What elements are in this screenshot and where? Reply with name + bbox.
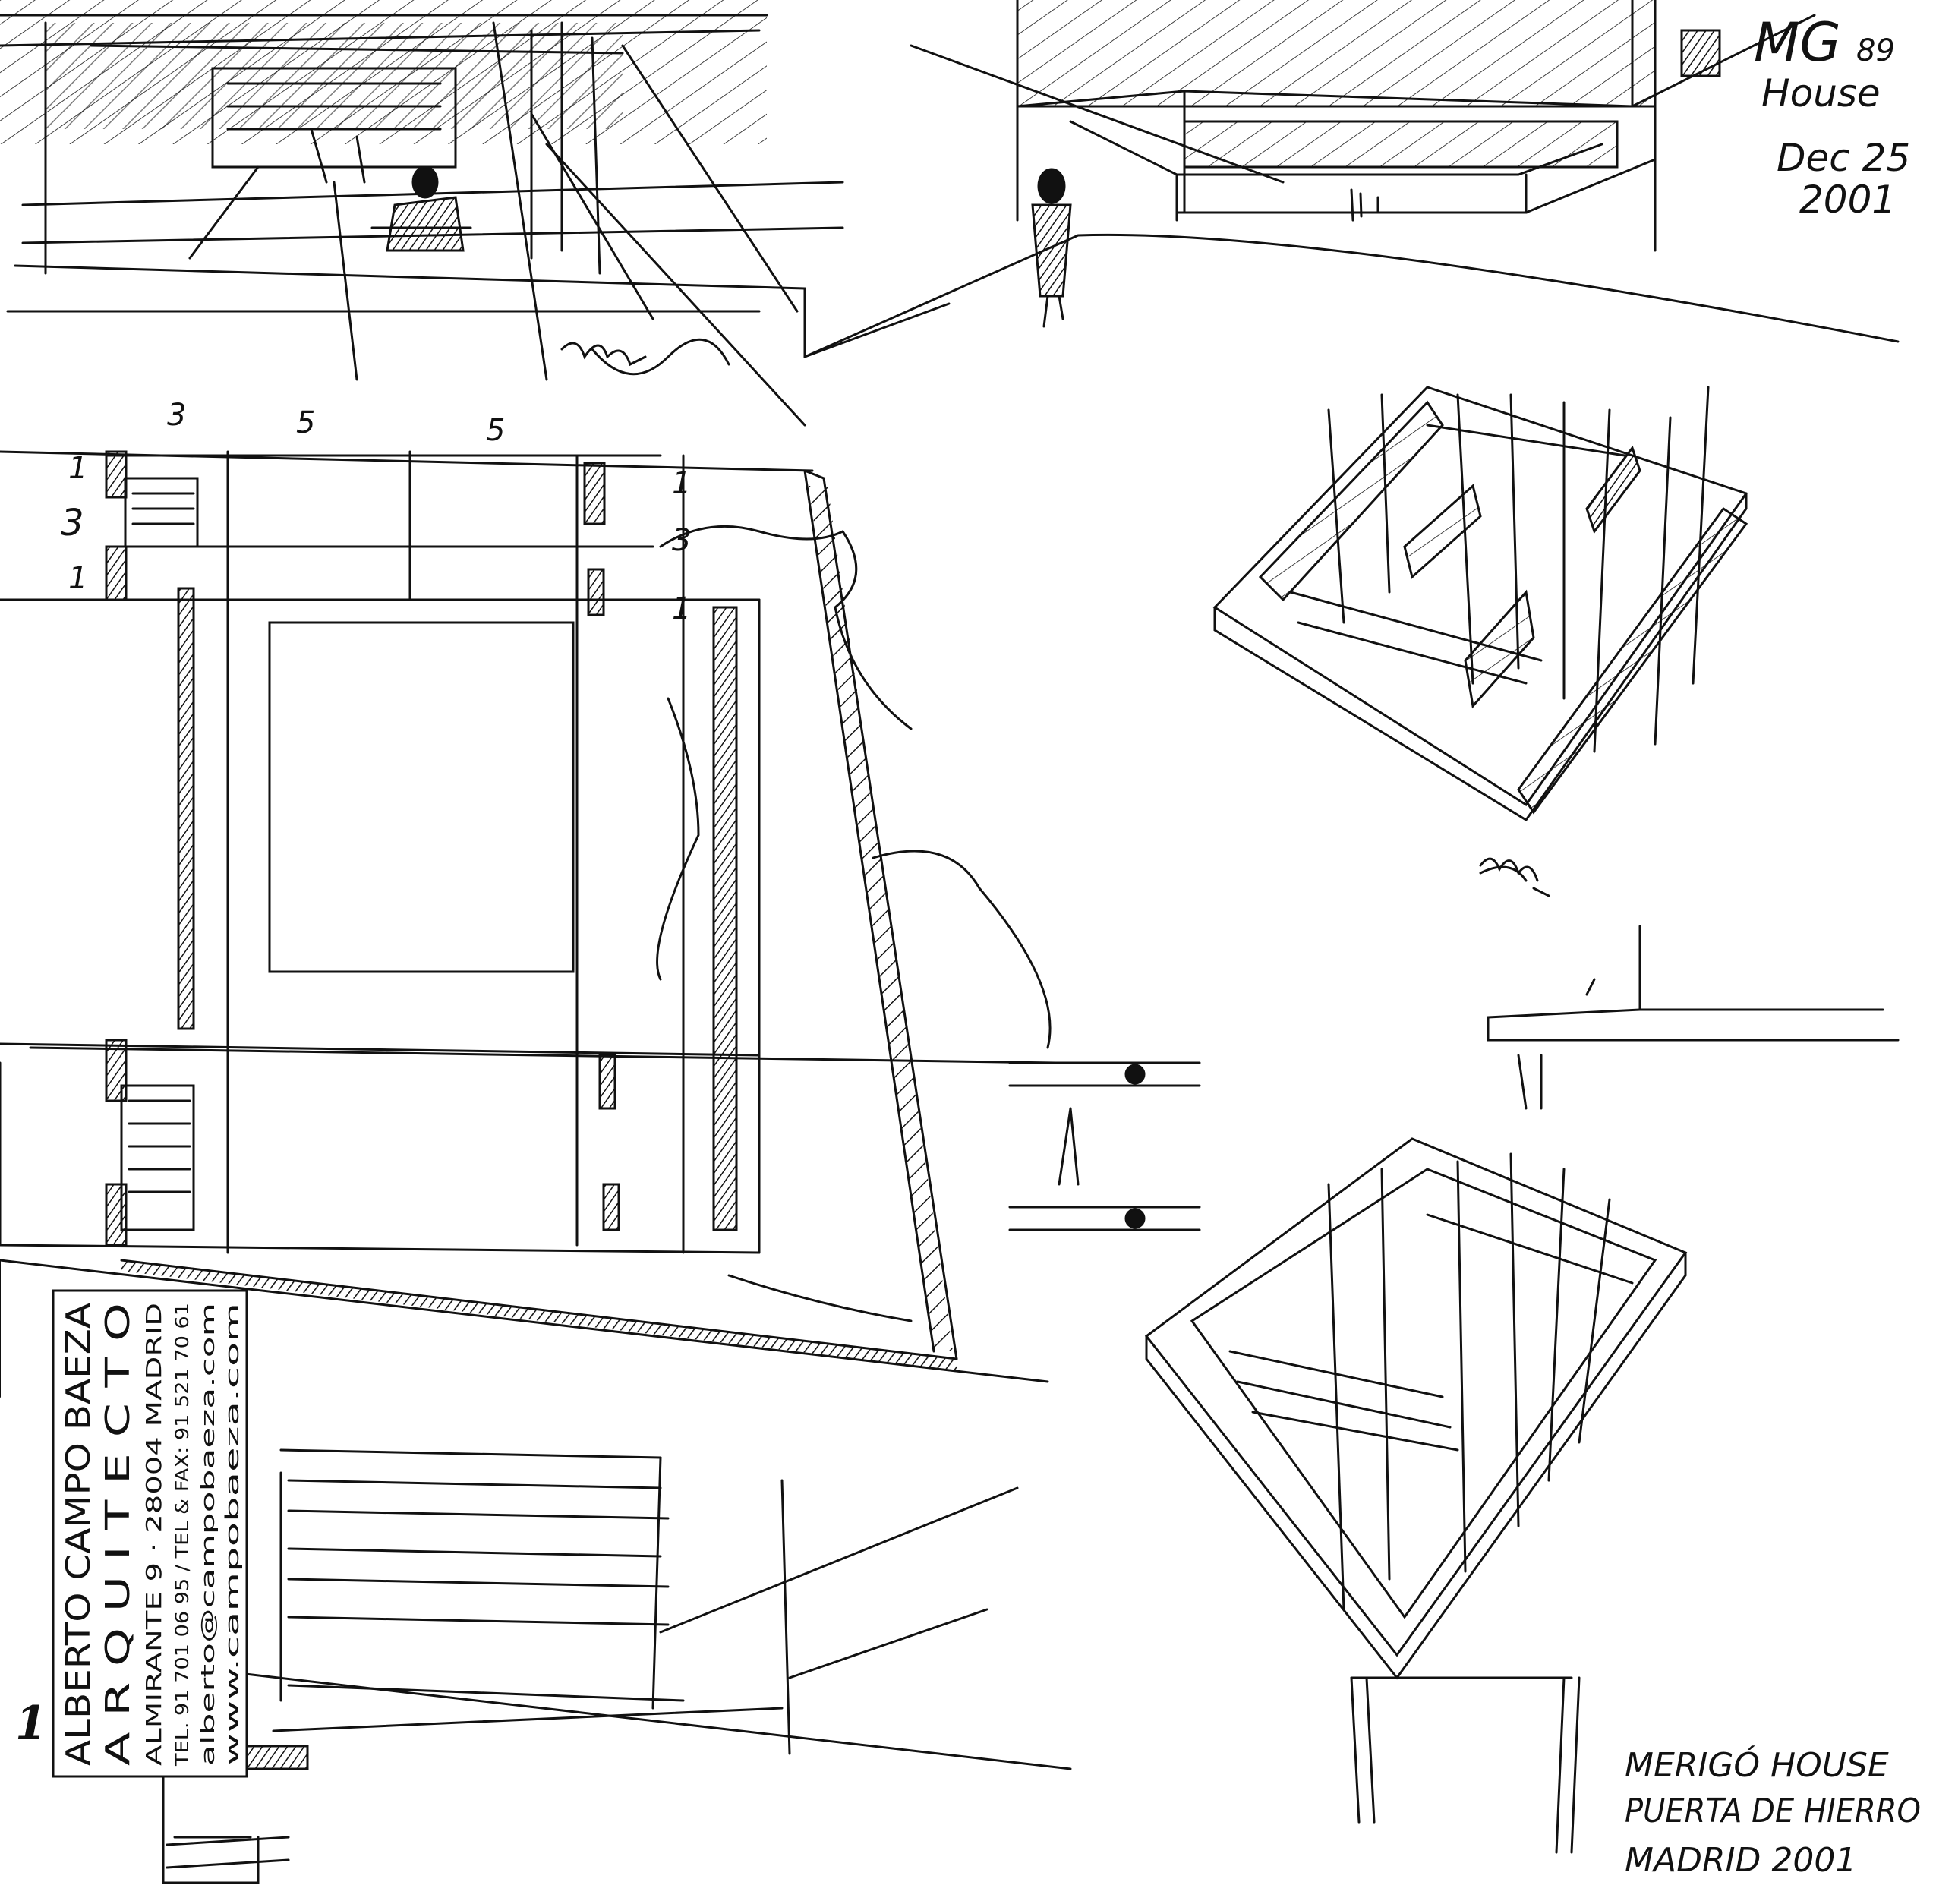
stamp-email: alberto@campobaeza.com [197,1303,219,1766]
door-sketch [1350,1676,1581,1854]
dim-right-2: 3 [672,523,691,558]
bottom-left-sketch [162,1448,1072,1884]
stamp-web: www.campobaeza.com [222,1303,243,1766]
dim-right-1: 1 [672,466,691,501]
axonometric-sketch-top [1212,386,1748,897]
floor-plan [0,450,1201,1398]
caption-line-3: MADRID 2001 [1625,1841,1856,1880]
axonometric-sketch-bottom [1144,1137,1688,1680]
dim-left-3: 1 [68,561,87,596]
perspective-sketch-left [0,0,951,427]
stamp-phone: TEL. 91 701 06 95 / TEL & FAX: 91 521 70… [172,1303,193,1767]
signature-scribbles [560,342,1539,882]
note-sub: House [1761,71,1881,115]
dim-top-3: 5 [486,413,505,448]
margin-mark: 1 [15,1697,47,1750]
note-number: 89 [1856,33,1895,68]
caption-line-1: MERIGÓ HOUSE [1625,1745,1889,1785]
architect-stamp: ALBERTO CAMPO BAEZA A R Q U I T E C T O … [52,1289,248,1778]
caption-line-2: PUERTA DE HIERRO [1625,1792,1921,1830]
dim-top-2: 5 [296,405,315,440]
dim-left-2: 3 [61,502,84,544]
handwritten-note: MG 89 House Dec 25 2001 [1754,11,1910,222]
stamp-address: ALMIRANTE 9 · 28004 MADRID [141,1303,166,1766]
dim-left-1: 1 [68,451,87,486]
stamp-border [52,1289,248,1778]
stamp-role: A R Q U I T E C T O [99,1303,137,1766]
note-date-2: 2001 [1799,178,1896,222]
dim-right-3: 1 [672,591,691,626]
dim-top-1: 3 [167,398,186,433]
stamp-name: ALBERTO CAMPO BAEZA [59,1303,98,1766]
note-initials: MG [1754,11,1841,74]
caption: MERIGÓ HOUSE PUERTA DE HIERRO MADRID 200… [1625,1745,1921,1880]
note-date-1: Dec 25 [1777,136,1910,180]
section-sketch [1487,925,1900,1110]
perspective-sketch-right [803,0,1900,358]
plan-dimensions: 3 5 5 1 3 1 1 3 1 [61,398,691,626]
